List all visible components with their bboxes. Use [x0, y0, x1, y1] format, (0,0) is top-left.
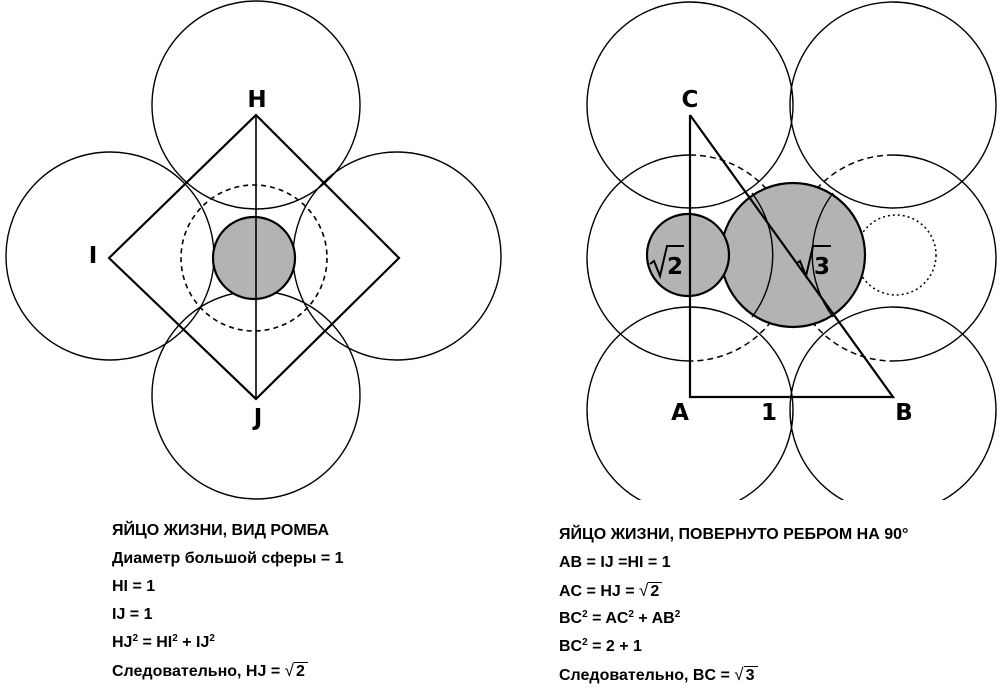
sqrt-expression: √2	[639, 577, 663, 606]
left-caption-line1: Диаметр большой сферы = 1	[112, 550, 344, 567]
radical-sign-sqrt3	[795, 245, 831, 280]
right-caption-line2: AC = HJ = √2	[559, 577, 908, 605]
dashed-circle	[180, 184, 328, 332]
label-c: C	[682, 87, 699, 113]
label-h: H	[247, 87, 266, 113]
right-caption-line5: Следовательно, BC = √3	[559, 661, 908, 689]
left-caption: ЯЙЦО ЖИЗНИ, ВИД РОМБА Диаметр большой сф…	[112, 517, 344, 685]
circle-mid-left-solid	[586, 154, 691, 362]
right-caption-line4: BC2 = 2 + 1	[559, 637, 642, 656]
left-caption-line4: HJ2 = HI2 + IJ2	[112, 633, 215, 652]
left-caption-title: ЯЙЦО ЖИЗНИ, ВИД РОМБА	[112, 522, 330, 539]
sqrt-expression: √2	[285, 657, 308, 686]
left-caption-line5: Следовательно, HJ = √2	[112, 657, 344, 685]
label-sqrt2-number: 2	[667, 254, 683, 280]
circle-mid-right-solid	[892, 154, 997, 362]
triangle-abc	[688, 114, 896, 399]
label-b: B	[895, 400, 913, 426]
label-i: I	[89, 243, 98, 269]
circle-top-right	[789, 1, 997, 209]
dotted-small-circle	[855, 214, 937, 296]
shaded-circle-sqrt3	[719, 181, 867, 329]
left-caption-line3: IJ = 1	[112, 606, 153, 623]
left-caption-line2: HI = 1	[112, 578, 156, 595]
right-caption-line1: AB = IJ =HI = 1	[559, 554, 671, 571]
label-sqrt3-number: 3	[814, 254, 830, 280]
right-caption-line3: BC2 = AC2 + AB2	[559, 609, 681, 628]
overlay-arc-left	[751, 192, 774, 318]
label-one: 1	[761, 400, 777, 426]
right-caption: ЯЙЦО ЖИЗНИ, ПОВЕРНУТО РЕБРОМ НА 90° AB =…	[559, 521, 908, 689]
right-caption-title: ЯЙЦО ЖИЗНИ, ПОВЕРНУТО РЕБРОМ НА 90°	[559, 526, 909, 543]
label-j: J	[252, 405, 263, 431]
label-sqrt2: 2	[649, 245, 684, 280]
label-sqrt3: 3	[795, 245, 831, 280]
radical-sign-sqrt2	[649, 245, 684, 280]
right-figure	[586, 1, 997, 500]
left-figure	[5, 0, 502, 500]
label-a: A	[671, 400, 689, 426]
sqrt-expression: √3	[734, 661, 758, 690]
shaded-inner-circle	[211, 215, 297, 301]
shaded-circle-sqrt2	[645, 212, 731, 298]
diagram-canvas: H I J C A B 1 2 3	[5, 0, 997, 500]
circle-bottom-right	[789, 306, 997, 500]
